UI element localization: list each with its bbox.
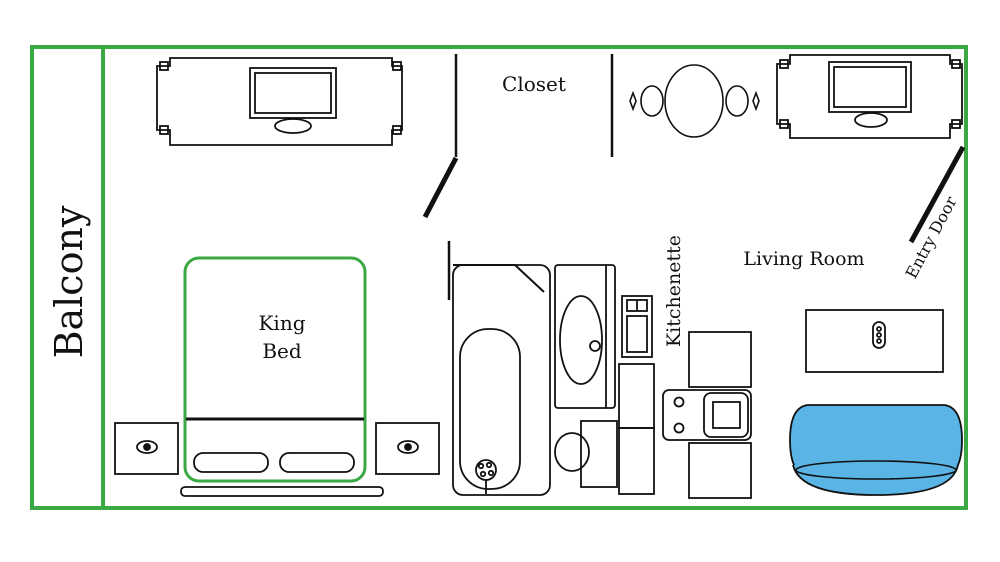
toilet-bowl (554, 432, 590, 472)
kitchenette-label: Kitchenette (663, 235, 685, 347)
closet-door (422, 156, 459, 219)
outer-wall (30, 45, 968, 510)
dining-table (629, 64, 760, 138)
nightstand-right (375, 422, 440, 475)
pillow (279, 452, 355, 473)
sink-icon (559, 295, 603, 385)
pillow (193, 452, 269, 473)
coffee-table (805, 309, 944, 373)
nightstand-left (114, 422, 179, 475)
remote-icon (872, 321, 886, 349)
vanity (554, 264, 616, 409)
cooktop (662, 389, 752, 441)
dining-set (662, 331, 752, 499)
toilet-tank (580, 420, 618, 488)
king-bed-label: King (258, 311, 305, 335)
king-bed-label-2: Bed (262, 339, 302, 363)
balcony-label: Balcony (47, 205, 91, 358)
bed-bench (180, 486, 384, 497)
tv-console-left (156, 57, 403, 146)
sofa (789, 404, 963, 496)
lamp-icon (136, 440, 158, 454)
closet-label: Closet (502, 72, 566, 96)
tv-icon (828, 61, 912, 113)
tv-icon (249, 67, 337, 119)
chair (688, 442, 752, 499)
bathtub (452, 264, 551, 496)
entry-door (908, 145, 966, 244)
king-bed (180, 256, 384, 497)
counter-cabinet (618, 427, 655, 495)
lamp-icon (397, 440, 419, 454)
bathroom (447, 241, 618, 496)
kitchenette (618, 295, 655, 495)
tv-console-right (776, 54, 963, 139)
microwave (621, 295, 653, 358)
living-room-label: Living Room (743, 248, 864, 270)
chair (688, 331, 752, 388)
